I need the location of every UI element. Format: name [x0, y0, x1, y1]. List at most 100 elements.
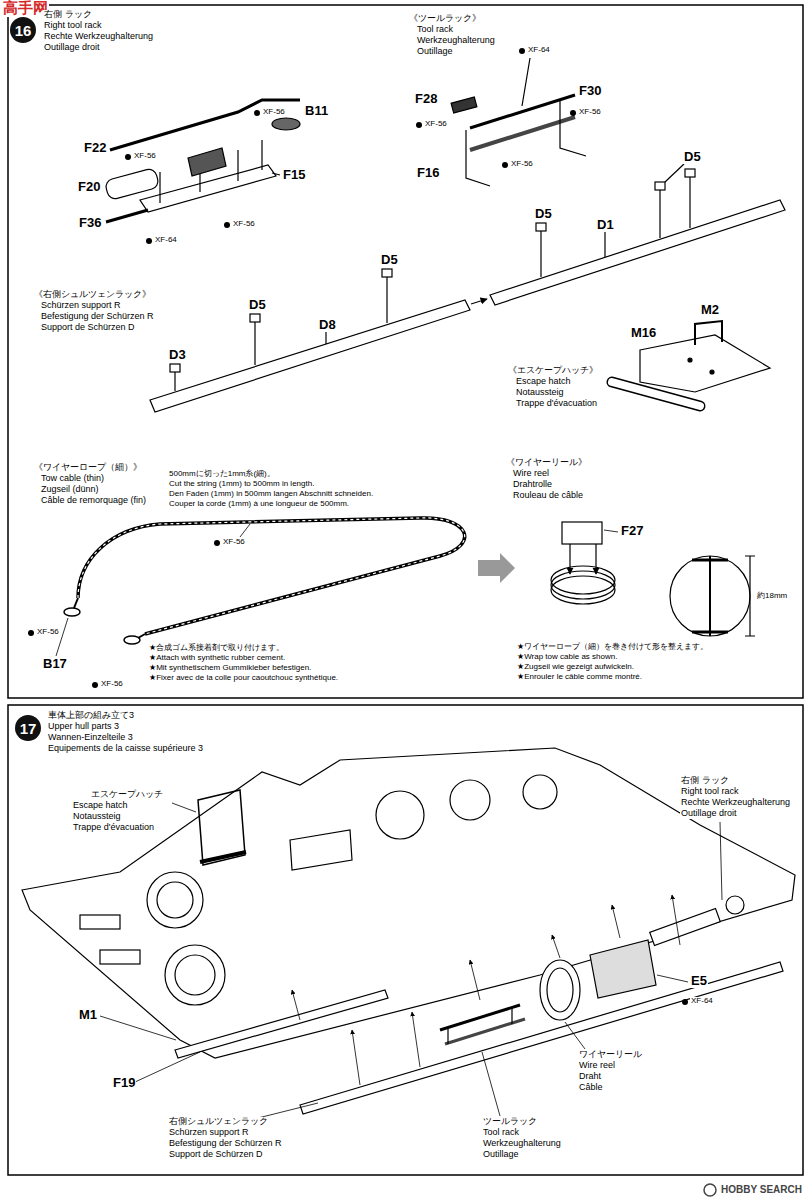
- schurzen-rail-drawing: [685, 169, 695, 177]
- tool-rack-drawing: [272, 173, 280, 175]
- leader-line: [720, 822, 722, 900]
- escape-hatch-drawing: [710, 370, 714, 374]
- leader-line: [100, 1016, 176, 1040]
- upper-hull-drawing: [147, 872, 203, 928]
- step-panel: [8, 5, 803, 698]
- leader-line: [292, 990, 300, 1020]
- note-text: 約18mm: [756, 592, 788, 601]
- caption-text: Befestigung der Schürzen R: [168, 1139, 283, 1149]
- upper-hull-drawing: [165, 945, 225, 1005]
- tool-rack-drawing: [140, 165, 276, 212]
- schurzen-rail-drawing: [655, 182, 665, 190]
- note-text: ★Attach with synthetic rubber cement.: [148, 654, 286, 663]
- upper-hull-drawing: [376, 791, 424, 839]
- caption-text: Notaussteig: [72, 812, 122, 822]
- part-number: F19: [112, 1076, 136, 1090]
- note-text: Den Faden (1mm) in 500mm langen Abschnit…: [168, 490, 374, 499]
- part-number: M1: [78, 1008, 98, 1022]
- tool-rack-drawing: [272, 118, 300, 130]
- tool-rack-drawing: [104, 100, 300, 222]
- escape-hatch-drawing: [688, 358, 692, 362]
- wire-reel-drawing: [551, 576, 615, 604]
- part-number: B11: [304, 104, 329, 118]
- wire-reel-drawing: [569, 544, 570, 574]
- schurzen-rail-drawing: [250, 314, 260, 322]
- caption-text: Câble de remorquage (fin): [40, 496, 147, 506]
- wire-reel-drawing: [551, 522, 755, 636]
- schurzen-rail-drawing: [325, 332, 326, 344]
- step-number-text: 16: [15, 23, 32, 38]
- paint-dot: [214, 540, 220, 546]
- caption-text: 《ワイヤーロープ（細）》: [33, 463, 143, 473]
- wire-reel-drawing: [670, 556, 750, 636]
- tool-rack-drawing: [470, 117, 575, 150]
- wire-reel-drawing: [749, 556, 750, 636]
- part-number: D5: [683, 150, 702, 164]
- caption-text: Trappe d'évacuation: [515, 399, 598, 409]
- part-number: M2: [700, 303, 720, 317]
- schurzen-rail-drawing: [382, 269, 392, 277]
- leader-line: [412, 1012, 420, 1067]
- step-panel: [8, 5, 803, 1175]
- leader-line: [612, 905, 620, 938]
- part-number: F15: [282, 168, 306, 182]
- caption-text: ツールラック: [482, 1117, 538, 1127]
- paint-dot: [146, 238, 152, 244]
- paint-code: XF-56: [100, 680, 124, 689]
- tow-cable-drawing: [78, 518, 465, 634]
- upper-hull-drawing: [198, 790, 245, 865]
- paint-code: XF-64: [690, 997, 714, 1006]
- leader-line: [672, 895, 680, 945]
- part-drawing: [175, 896, 783, 1114]
- caption-text: Werkzeughalterung: [416, 36, 496, 46]
- caption-text: Zugseil (dünn): [40, 485, 100, 495]
- leader-line: [657, 975, 688, 982]
- paint-code: XF-56: [424, 120, 448, 129]
- caption-text: Right tool rack: [43, 21, 103, 31]
- upper-hull-drawing: [22, 748, 795, 1058]
- step-number: 17: [15, 715, 41, 741]
- paint-dot: [224, 222, 230, 228]
- upper-hull-drawing: [523, 775, 557, 809]
- note-text: ★Wrap tow cable as shown.: [516, 653, 618, 662]
- caption-text: Tool rack: [416, 25, 454, 35]
- step-panel: [8, 705, 803, 1175]
- leader-line: [470, 960, 480, 1000]
- caption-text: 右側 ラック: [43, 10, 93, 20]
- escape-hatch-drawing: [612, 382, 700, 406]
- tool-rack-drawing: [110, 100, 300, 150]
- escape-hatch-drawing: [612, 382, 700, 406]
- caption-text: Outillage droit: [680, 809, 738, 819]
- step-number: 16: [10, 17, 36, 43]
- caption-text: 《ワイヤーリール》: [505, 458, 588, 468]
- caption-text: Support de Schürzen D: [168, 1150, 264, 1160]
- caption-text: 《右側シュルツェンラック》: [33, 290, 152, 300]
- part-number: F28: [414, 92, 438, 106]
- paint-code: XF-56: [222, 538, 246, 547]
- note-text: ★Enrouler le câble comme montré.: [516, 673, 643, 682]
- caption-text: Outillage: [416, 47, 454, 57]
- tool-rack-drawing: [188, 148, 226, 176]
- caption-text: ワイヤーリール: [578, 1050, 643, 1060]
- upper-hull-drawing: [80, 915, 120, 929]
- caption-text: Right tool rack: [680, 787, 740, 797]
- leader-line: [352, 1030, 360, 1085]
- caption-text: Escape hatch: [72, 801, 129, 811]
- caption-text: Wire reel: [578, 1061, 616, 1071]
- caption-text: 車体上部の組み立て3: [47, 711, 135, 721]
- schurzen-rail-drawing: [536, 223, 546, 231]
- part-number: F22: [83, 141, 107, 155]
- wire-reel-drawing: [551, 571, 615, 599]
- paint-dot: [502, 162, 508, 168]
- upper-hull-drawing: [200, 852, 246, 862]
- upper-hull-drawing: [22, 748, 795, 1058]
- schurzen-rail-drawing: [150, 164, 785, 412]
- caption-text: Rechte Werkzeughalterung: [680, 798, 791, 808]
- schurzen-rail-drawing: [170, 364, 180, 372]
- paint-dot: [28, 48, 688, 1005]
- part-number: F16: [416, 166, 440, 180]
- wire-reel-drawing: [745, 556, 755, 636]
- paint-code: XF-56: [36, 628, 60, 637]
- schurzen-rail-drawing: [150, 300, 470, 412]
